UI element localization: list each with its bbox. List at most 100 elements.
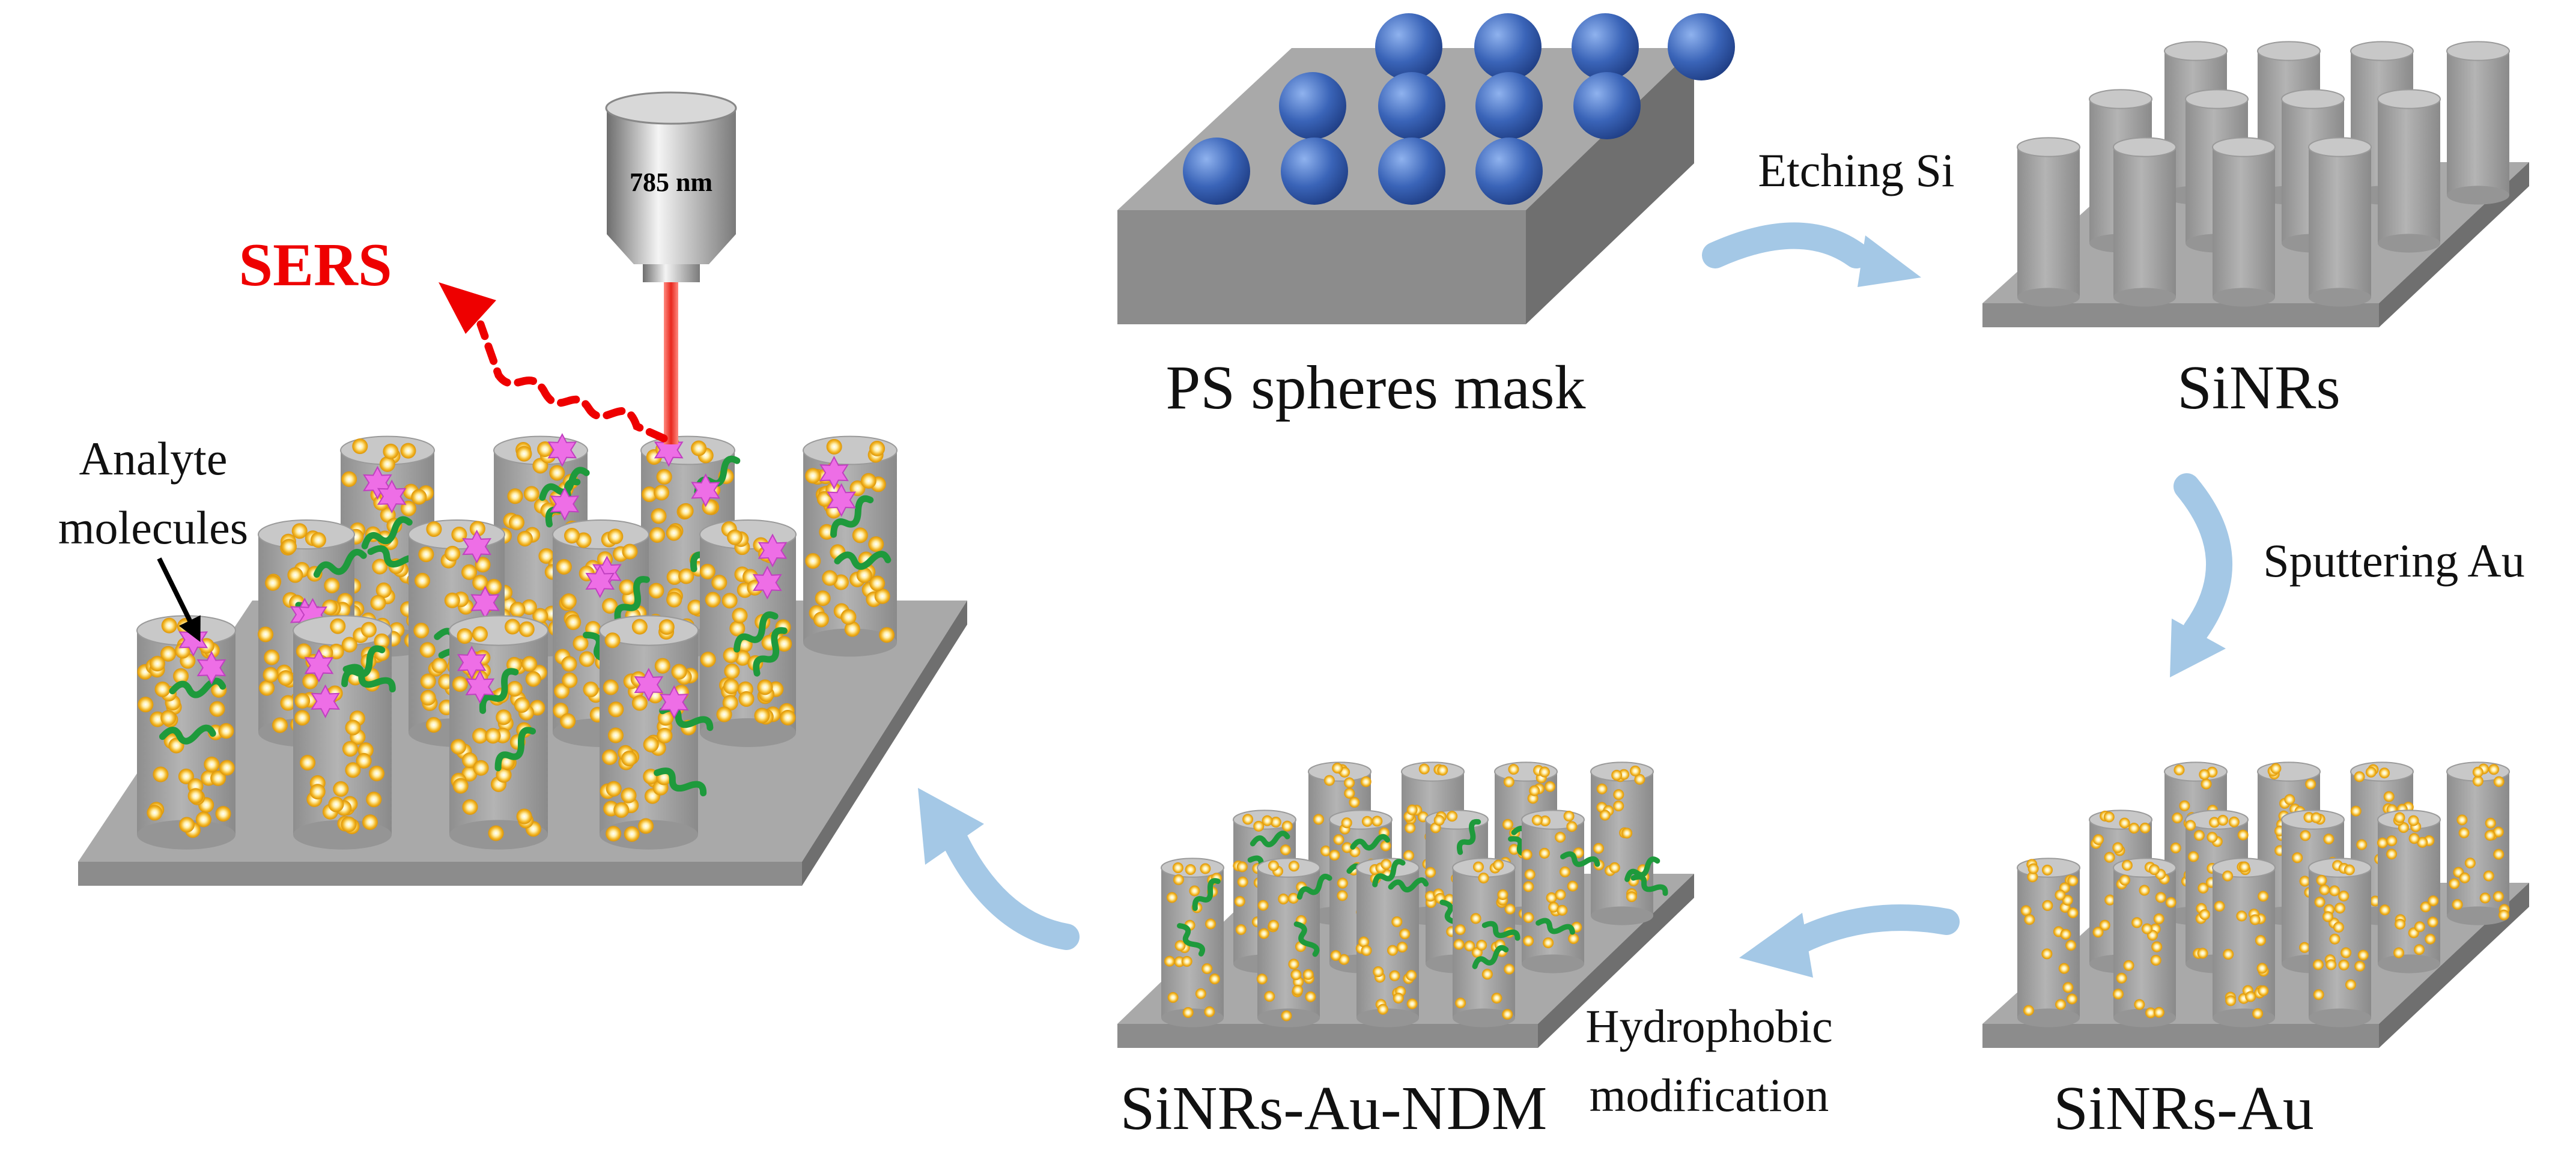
gold-nanoparticle [523, 486, 539, 502]
gold-nanoparticle [1493, 859, 1504, 871]
gold-nanoparticle [2185, 820, 2196, 831]
analyte-molecule [363, 465, 392, 500]
gold-nanoparticle [457, 628, 473, 644]
gold-nanoparticle [2188, 851, 2199, 862]
analyte-molecule [654, 433, 684, 467]
gold-nanoparticle [330, 618, 346, 634]
gold-nanoparticle [2338, 891, 2350, 902]
gold-nanoparticle [1195, 988, 1206, 999]
gold-nanoparticle [2456, 814, 2468, 826]
gold-nanoparticle [294, 693, 311, 709]
gold-nanoparticle [218, 723, 234, 739]
gold-nanoparticle [579, 651, 595, 667]
nanorod [699, 519, 797, 747]
gold-nanoparticle [1403, 850, 1414, 861]
gold-nanoparticle [518, 621, 535, 637]
gold-nanoparticle [1320, 846, 1331, 857]
gold-nanoparticle [621, 751, 637, 767]
gold-nanoparticle [294, 710, 311, 726]
gold-nanoparticle [209, 701, 225, 717]
gold-nanoparticle [2193, 830, 2205, 841]
gold-nanoparticle [1454, 924, 1466, 936]
gold-nanoparticle [2151, 941, 2163, 952]
gold-nanoparticle [1205, 918, 1217, 930]
gold-nanoparticle [1555, 832, 1566, 843]
gold-nanoparticle [1256, 973, 1268, 985]
gold-nanoparticle [1502, 1009, 1513, 1020]
sinrs-au-label: SiNRs-Au [2053, 1074, 2313, 1143]
gold-nanoparticle [2323, 834, 2334, 845]
gold-nanoparticle [2060, 928, 2071, 940]
gold-nanoparticle [1288, 861, 1299, 872]
nanorod [2113, 137, 2177, 307]
gold-nanoparticle [300, 754, 316, 770]
sers-label: SERS [238, 231, 392, 299]
analyte-molecule [304, 649, 334, 683]
gold-nanoparticle [2299, 942, 2310, 953]
gold-nanoparticle [1313, 814, 1324, 825]
gold-nanoparticle [2256, 963, 2268, 974]
gold-nanoparticle [1397, 942, 1408, 953]
gold-nanoparticle [356, 752, 372, 769]
sputtering-step: Sputtering Au [2170, 473, 2525, 677]
gold-nanoparticle [700, 652, 716, 668]
gold-nanoparticle [360, 622, 377, 638]
gold-nanoparticle [1433, 814, 1445, 826]
gold-nanoparticle [1341, 842, 1353, 853]
gold-nanoparticle [638, 818, 654, 834]
gold-nanoparticle [1504, 963, 1515, 975]
curved-arrow-icon [1702, 222, 1870, 268]
gold-nanoparticle [2464, 858, 2476, 869]
gold-nanoparticle [561, 656, 577, 672]
alkyl-chain [654, 767, 707, 797]
gold-nanoparticle [869, 440, 886, 456]
gold-nanoparticle [2099, 919, 2110, 931]
gold-nanoparticle [1253, 820, 1265, 832]
gold-nanoparticle [2042, 900, 2053, 911]
gold-nanoparticle [2131, 917, 2143, 928]
panel-ps-mask: PS spheres mask [1117, 13, 1735, 422]
gold-nanoparticle [178, 817, 195, 833]
gold-nanoparticle [2393, 947, 2404, 958]
panel-sinrs-au-ndm: SiNRs-Au-NDM [1117, 761, 1694, 1143]
gold-nanoparticle [1377, 1003, 1388, 1015]
gold-nanoparticle [2103, 811, 2115, 823]
gold-nanoparticle [525, 671, 541, 687]
substrate-side [1538, 874, 1694, 1048]
gold-nanoparticle [1268, 919, 1279, 931]
gold-nanoparticle [1508, 844, 1520, 855]
gold-nanoparticle [1566, 821, 1578, 832]
gold-nanoparticle [2153, 913, 2164, 925]
analyte-molecule [752, 565, 782, 600]
gold-nanoparticle [1406, 998, 1418, 1009]
gold-nanoparticle [2498, 909, 2509, 921]
nanorod [2446, 41, 2510, 205]
gold-nanoparticle [1418, 763, 1430, 775]
gold-nanoparticle [1380, 840, 1391, 852]
gold-nanoparticle [1182, 1007, 1194, 1018]
gold-nanoparticle [2165, 897, 2177, 908]
ps-sphere [1183, 138, 1250, 205]
alkyl-chain [1536, 918, 1575, 935]
microscope-objective-icon: 785 nm [605, 91, 737, 282]
gold-nanoparticle [514, 697, 530, 713]
gold-nanoparticle [420, 689, 436, 706]
gold-nanoparticle [2300, 830, 2311, 841]
gold-nanoparticle [564, 528, 580, 544]
gold-nanoparticle [1613, 800, 1624, 812]
gold-nanoparticle [1545, 781, 1556, 792]
gold-nanoparticle [2483, 870, 2494, 882]
analyte-molecule [457, 646, 487, 680]
alkyl-chain [1350, 834, 1391, 851]
nanorod-array [2017, 41, 2510, 307]
substrate-front [1117, 210, 1526, 324]
gold-nanoparticle [560, 593, 577, 610]
nanorod [293, 615, 396, 850]
gold-nanoparticle [370, 595, 386, 611]
gold-nanoparticle [1344, 787, 1355, 799]
alkyl-chain [1293, 921, 1320, 957]
gold-nanoparticle [1337, 877, 1348, 889]
gold-nanoparticle [461, 564, 478, 580]
gold-nanoparticle [1609, 862, 1620, 873]
gold-nanoparticle [287, 567, 303, 583]
